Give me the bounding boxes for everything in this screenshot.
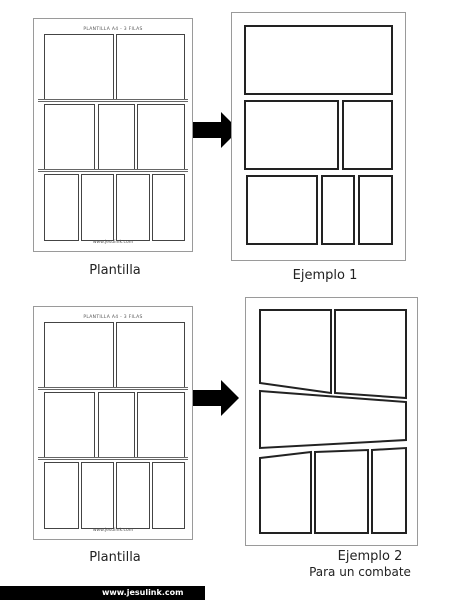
caption-example-2-title: Ejemplo 2 bbox=[337, 549, 403, 564]
footer-link[interactable]: www.jesulink.com bbox=[102, 588, 184, 597]
template-row-divider bbox=[38, 387, 188, 390]
template-panel bbox=[44, 174, 79, 241]
template-panel bbox=[44, 34, 114, 100]
template-row-divider bbox=[38, 457, 188, 460]
example-panel bbox=[259, 450, 312, 534]
template-row-divider bbox=[38, 99, 188, 102]
right-arrow-icon bbox=[193, 112, 239, 148]
template-panel bbox=[116, 462, 150, 529]
template-sheet-title: PLANTILLA A4 - 3 FILAS bbox=[83, 315, 143, 320]
template-panel bbox=[81, 174, 114, 241]
template-panel bbox=[98, 104, 135, 170]
template-sheet-1: PLANTILLA A4 - 3 FILAS www.jesulink.com bbox=[33, 18, 193, 252]
example-panel bbox=[321, 175, 355, 245]
template-panel bbox=[44, 392, 95, 458]
caption-template-2: Plantilla bbox=[89, 550, 141, 565]
example-panel bbox=[246, 175, 318, 245]
example-panel bbox=[358, 175, 393, 245]
right-arrow-icon bbox=[193, 380, 239, 416]
template-panel bbox=[116, 322, 185, 388]
example-sheet-2 bbox=[245, 297, 418, 546]
template-sheet-footer: www.jesulink.com bbox=[92, 528, 134, 533]
caption-template-1: Plantilla bbox=[89, 263, 141, 278]
template-sheet-2: PLANTILLA A4 - 3 FILAS www.jesulink.com bbox=[33, 306, 193, 540]
template-panel bbox=[98, 392, 135, 458]
example-panel bbox=[371, 446, 407, 534]
example-panel bbox=[259, 389, 407, 450]
example-sheet-1 bbox=[231, 12, 406, 261]
template-panel bbox=[44, 322, 114, 388]
example-panel bbox=[244, 100, 339, 170]
template-sheet-footer: www.jesulink.com bbox=[92, 240, 134, 245]
template-row-divider bbox=[38, 169, 188, 172]
example-panels-combat bbox=[259, 309, 407, 534]
footer-bar: www.jesulink.com bbox=[0, 586, 205, 600]
template-panel bbox=[116, 174, 150, 241]
caption-example-1: Ejemplo 1 bbox=[292, 268, 358, 283]
example-panel bbox=[259, 309, 332, 395]
example-panel bbox=[244, 25, 393, 95]
template-panel bbox=[137, 392, 185, 458]
template-sheet-title: PLANTILLA A4 - 3 FILAS bbox=[83, 27, 143, 32]
template-panel bbox=[116, 34, 185, 100]
example-panel bbox=[314, 448, 369, 534]
template-panel bbox=[137, 104, 185, 170]
template-panel bbox=[44, 462, 79, 529]
example-panel bbox=[334, 309, 407, 400]
example-panel bbox=[342, 100, 393, 170]
template-panel bbox=[152, 174, 185, 241]
template-panel bbox=[44, 104, 95, 170]
template-panel bbox=[81, 462, 114, 529]
template-panel bbox=[152, 462, 185, 529]
caption-example-2-subtitle: Para un combate bbox=[309, 565, 411, 579]
